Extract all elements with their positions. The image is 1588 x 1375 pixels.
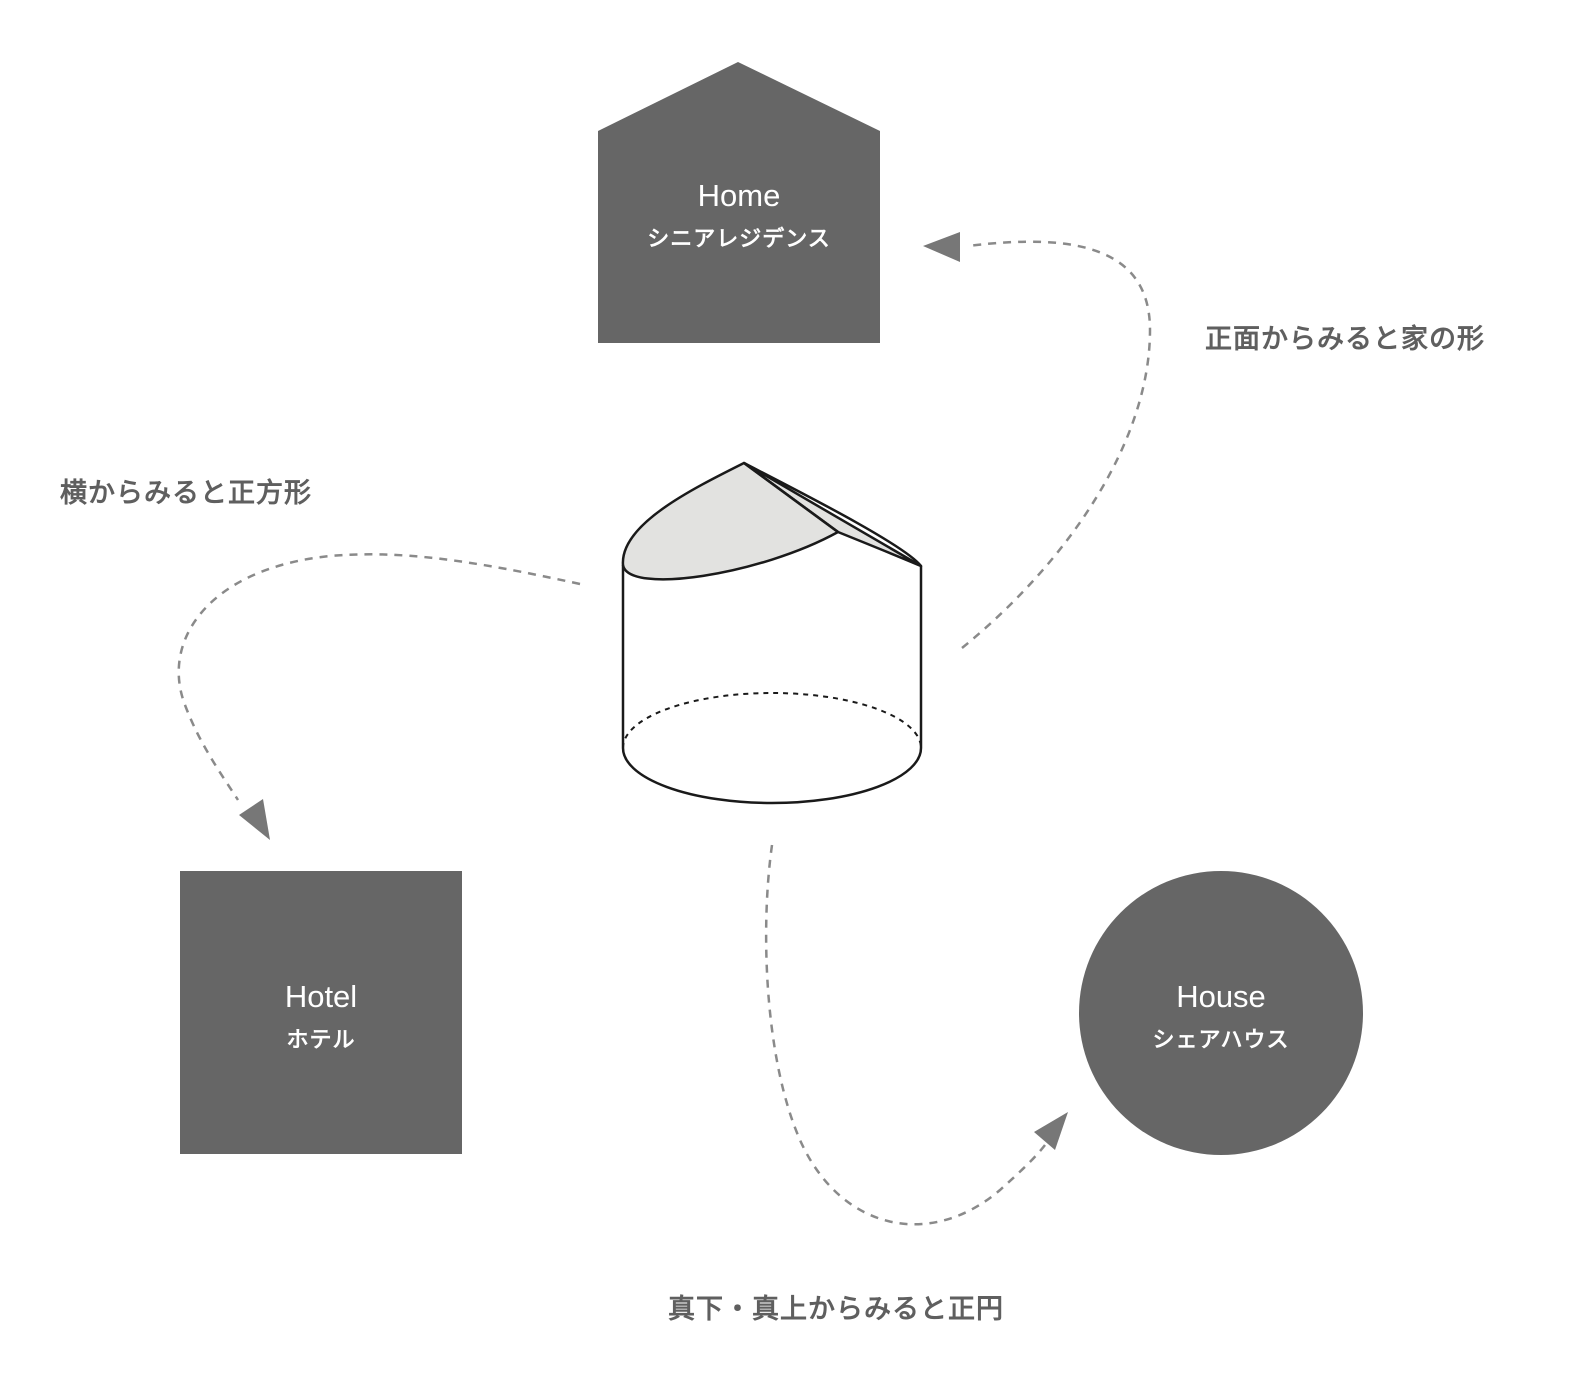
arrow-to-hotel-head: [239, 799, 270, 840]
cylinder-roof-right-edge: [743, 461, 922, 567]
house-subtitle: シェアハウス: [1152, 1028, 1289, 1053]
home-subtitle: シニアレジデンス: [647, 226, 831, 252]
home-title: Home: [698, 178, 781, 213]
arrow-to-home-head: [923, 232, 960, 262]
caption-front-view: 正面からみると家の形: [1205, 323, 1485, 355]
house-circle-shape: [1079, 871, 1363, 1155]
cylinder-body: [621, 565, 923, 805]
arrow-to-house-head: [1034, 1112, 1068, 1150]
center-cylinder-object: [621, 461, 923, 805]
arrow-to-home-line: [961, 240, 1152, 649]
cylinder-base-hidden-edge: [622, 692, 922, 749]
house-title: House: [1176, 979, 1266, 1014]
cylinder-roof-ridge: [743, 461, 839, 534]
home-shape-group: Home シニアレジデンス: [598, 62, 880, 343]
caption-side-view: 横からみると正方形: [60, 477, 312, 509]
arrow-to-house: [764, 844, 1068, 1226]
home-house-shape: [598, 62, 880, 343]
hotel-square-shape: [180, 871, 462, 1154]
cylinder-roof-left: [621, 461, 840, 581]
hotel-title: Hotel: [285, 979, 357, 1014]
arrow-to-home: [923, 232, 1152, 649]
hotel-subtitle: ホテル: [286, 1028, 355, 1053]
hotel-shape-group: Hotel ホテル: [180, 871, 462, 1154]
caption-top-bottom-view: 真下・真上からみると正円: [668, 1294, 1004, 1325]
arrow-to-hotel: [177, 553, 581, 840]
arrow-to-hotel-line: [177, 553, 581, 801]
arrow-to-house-line: [764, 844, 1046, 1226]
house-shape-group: House シェアハウス: [1079, 871, 1363, 1155]
